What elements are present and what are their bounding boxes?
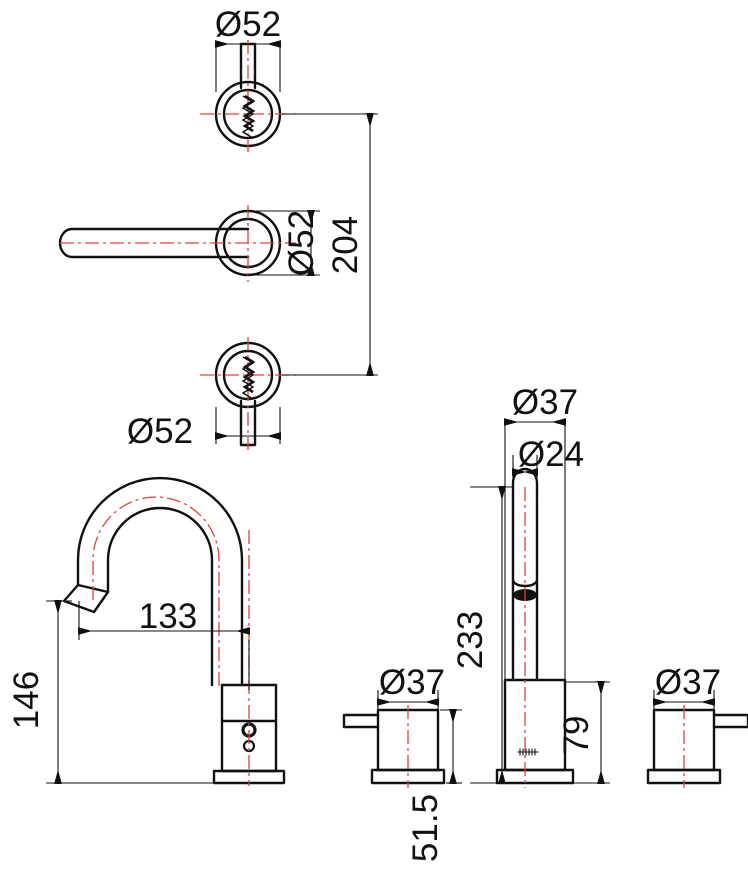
thread-top-handle	[241, 94, 256, 139]
dimension-lines	[46, 42, 714, 783]
centreline-spout-curve	[92, 496, 220, 690]
dim-pillar-bore-diameter: Ø24	[518, 435, 584, 474]
dim-handle-spacing: 204	[326, 216, 365, 274]
left-valve-elevation	[342, 708, 446, 785]
handle-thread-details	[241, 94, 256, 400]
dim-top-handle-diameter: Ø52	[215, 5, 281, 44]
dim-pillar-height: 233	[451, 611, 490, 669]
dim-left-valve-diameter: Ø37	[379, 663, 445, 702]
dim-pillar-diameter: Ø37	[512, 383, 578, 422]
dim-bottom-handle-diameter: Ø52	[127, 412, 193, 451]
dim-mid-handle-diameter: Ø52	[282, 210, 321, 276]
right-valve-elevation	[646, 708, 748, 785]
dim-spout-reach: 133	[139, 597, 197, 636]
dim-spout-height: 146	[7, 671, 46, 729]
dim-pillar-body-height: 79	[557, 716, 596, 755]
dim-right-valve-diameter: Ø37	[655, 663, 721, 702]
dim-valve-height: 51.5	[406, 794, 445, 862]
centrelines	[60, 40, 685, 788]
thread-bottom-handle	[241, 355, 256, 400]
